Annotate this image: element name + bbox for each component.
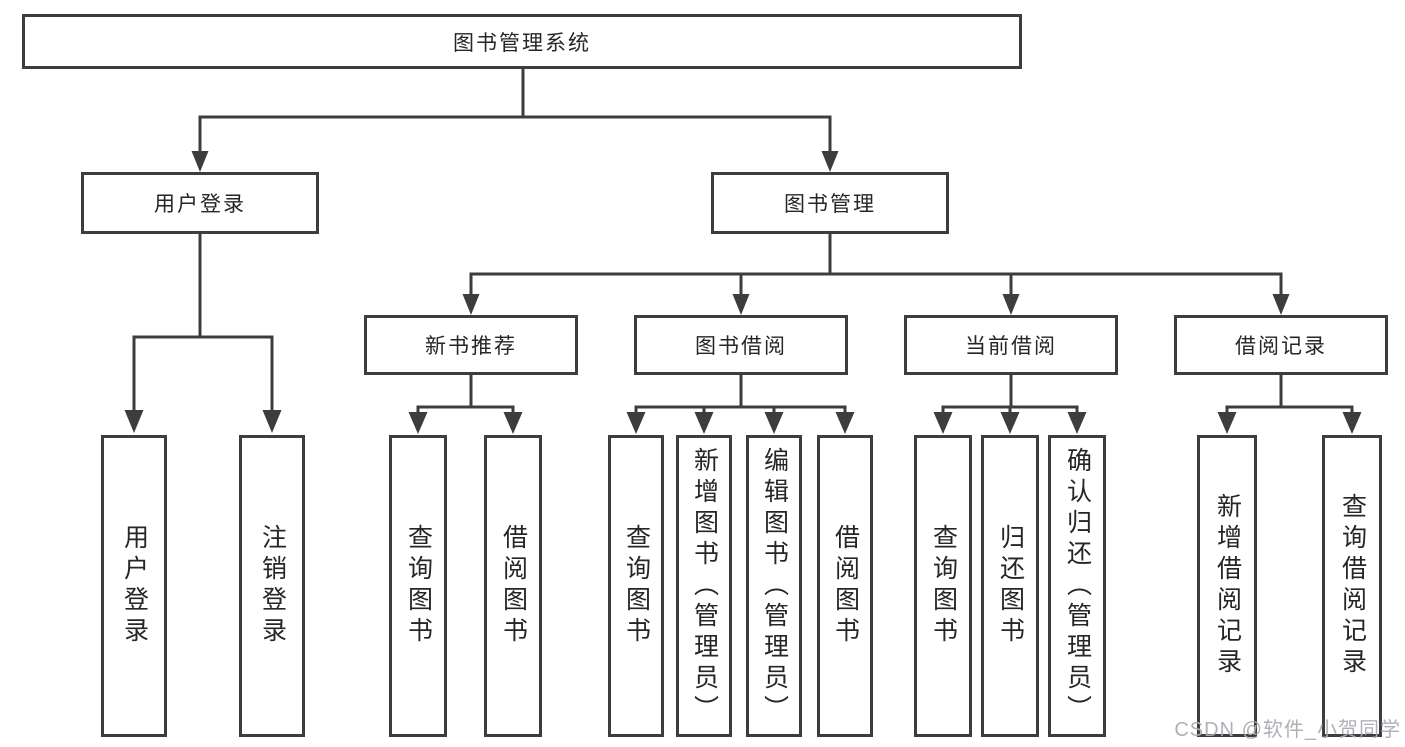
leaf-add-borrow-record: 新增借阅记录 xyxy=(1197,435,1257,737)
leaf-query-books-recommend: 查询图书 xyxy=(389,435,447,737)
leaf-edit-book-admin: 编辑图书（管理员） xyxy=(746,435,802,737)
node-label: 图书管理系统 xyxy=(453,31,591,55)
leaf-borrow-books: 借阅图书 xyxy=(817,435,873,737)
leaf-query-books-current: 查询图书 xyxy=(914,435,972,737)
node-label: 用户登录 xyxy=(154,193,246,216)
node-label: 图书管理 xyxy=(784,193,876,216)
node-user-login: 用户登录 xyxy=(81,172,319,234)
node-current-borrowing: 当前借阅 xyxy=(904,315,1118,375)
node-label: 查询借阅记录 xyxy=(1338,493,1367,679)
node-label: 新增图书（管理员） xyxy=(690,446,719,726)
node-label: 归还图书 xyxy=(996,524,1025,648)
node-label: 编辑图书（管理员） xyxy=(760,446,789,726)
leaf-query-books-borrow: 查询图书 xyxy=(608,435,664,737)
node-label: 用户登录 xyxy=(120,524,149,648)
node-label: 查询图书 xyxy=(929,524,958,648)
node-label: 借阅记录 xyxy=(1235,335,1327,358)
node-label: 借阅图书 xyxy=(831,524,860,648)
leaf-add-book-admin: 新增图书（管理员） xyxy=(676,435,732,737)
node-label: 确认归还（管理员） xyxy=(1063,446,1092,726)
node-label: 当前借阅 xyxy=(965,335,1057,358)
node-label: 新增借阅记录 xyxy=(1213,493,1242,679)
leaf-borrow-books-recommend: 借阅图书 xyxy=(484,435,542,737)
watermark: CSDN @软件_小贺同学 xyxy=(1174,719,1401,741)
node-label: 借阅图书 xyxy=(499,524,528,648)
leaf-user-login: 用户登录 xyxy=(101,435,167,737)
leaf-logout: 注销登录 xyxy=(239,435,305,737)
node-library-management-system: 图书管理系统 xyxy=(22,14,1022,69)
node-label: 注销登录 xyxy=(258,524,287,648)
node-borrowing-records: 借阅记录 xyxy=(1174,315,1388,375)
node-label: 查询图书 xyxy=(404,524,433,648)
node-label: 新书推荐 xyxy=(425,335,517,358)
leaf-query-borrow-record: 查询借阅记录 xyxy=(1322,435,1382,737)
node-new-book-recommendation: 新书推荐 xyxy=(364,315,578,375)
node-label: 图书借阅 xyxy=(695,335,787,358)
node-book-management: 图书管理 xyxy=(711,172,949,234)
leaf-confirm-return-admin: 确认归还（管理员） xyxy=(1048,435,1106,737)
node-label: 查询图书 xyxy=(622,524,651,648)
leaf-return-book: 归还图书 xyxy=(981,435,1039,737)
node-book-borrowing: 图书借阅 xyxy=(634,315,848,375)
